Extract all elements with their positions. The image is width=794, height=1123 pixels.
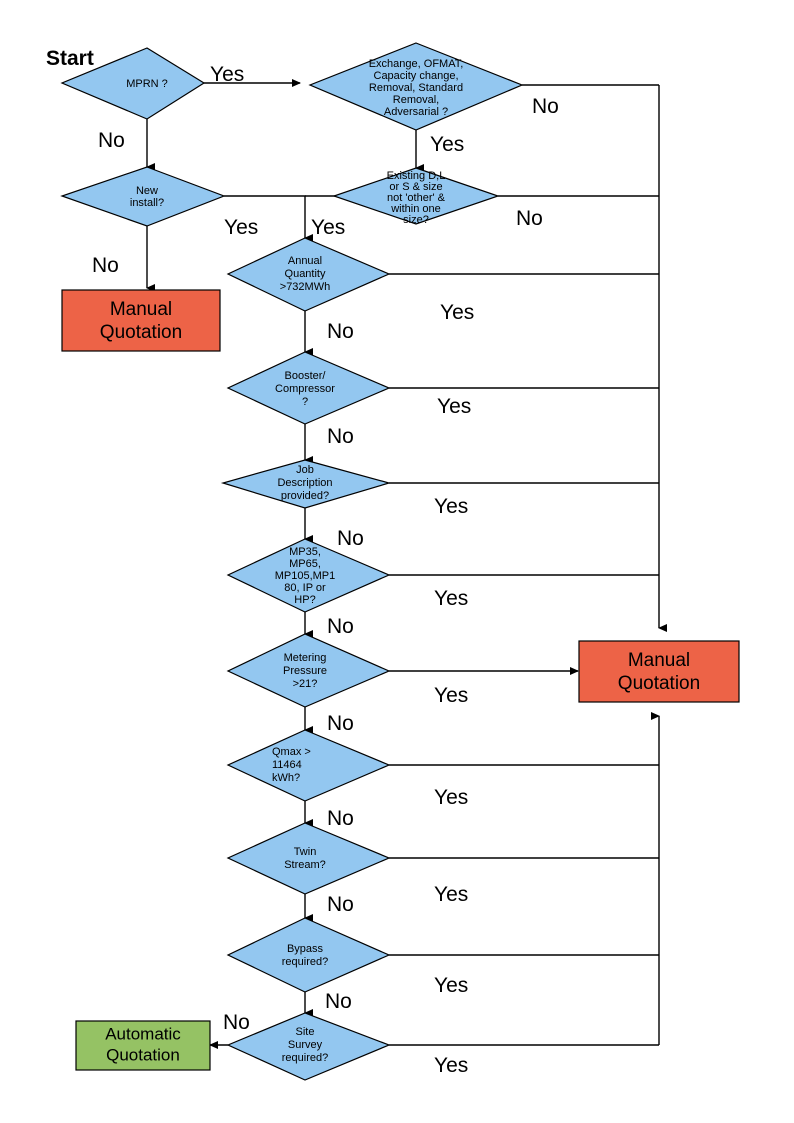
- label-existing-yes: Yes: [311, 216, 345, 239]
- label-booster-no: No: [327, 425, 354, 448]
- decision-annual-line-2: >732MWh: [280, 281, 330, 293]
- label-newinstall-no: No: [92, 254, 119, 277]
- decision-bypass-line-1: required?: [282, 956, 328, 968]
- decision-bypass-line-0: Bypass: [287, 943, 324, 955]
- label-mpclass-yes: Yes: [434, 587, 468, 610]
- decision-exchange-line-0: Exchange, OFMAT,: [369, 58, 464, 70]
- decision-existing-line-1: or S & size: [389, 181, 442, 193]
- decision-site-line-2: required?: [282, 1052, 328, 1064]
- label-twin-no: No: [327, 893, 354, 916]
- label-twin-yes: Yes: [434, 883, 468, 906]
- decision-bypass[interactable]: Bypass required?: [226, 917, 391, 993]
- label-site-yes: Yes: [434, 1054, 468, 1077]
- decision-mprn-line-0: MPRN ?: [126, 78, 168, 90]
- decision-annual-line-0: Annual: [288, 255, 322, 267]
- decision-booster-line-2: ?: [302, 396, 308, 408]
- decision-new-install[interactable]: New install?: [60, 166, 226, 227]
- label-exchange-yes: Yes: [430, 133, 464, 156]
- automatic-line-0: Automatic: [105, 1024, 181, 1043]
- decision-existing-line-4: size?: [403, 214, 429, 226]
- manual-left-line-0: Manual: [110, 299, 172, 320]
- decision-mpclass-line-2: MP105,MP1: [275, 570, 336, 582]
- label-metering-no: No: [327, 712, 354, 735]
- decision-booster-line-0: Booster/: [285, 370, 327, 382]
- start-label: Start: [46, 47, 94, 70]
- label-layer: Start Yes No No Yes Yes No No Yes Yes No…: [46, 47, 559, 1077]
- label-existing-no: No: [516, 207, 543, 230]
- decision-booster[interactable]: Booster/ Compressor ?: [226, 351, 391, 425]
- decision-new-install-line-0: New: [136, 185, 158, 197]
- label-bypass-no: No: [325, 990, 352, 1013]
- decision-existing[interactable]: Existing D,L or S & size not 'other' & w…: [332, 167, 500, 226]
- decision-twin-stream[interactable]: Twin Stream?: [226, 822, 391, 895]
- label-jobdesc-yes: Yes: [434, 495, 468, 518]
- terminal-manual-quotation-left[interactable]: Manual Quotation: [61, 289, 221, 352]
- decision-site-line-1: Survey: [288, 1039, 323, 1051]
- decision-annual-line-1: Quantity: [285, 268, 326, 280]
- decision-qmax[interactable]: Qmax > 11464 kWh?: [226, 729, 391, 802]
- connector-layer: [146, 79, 667, 1049]
- label-booster-yes: Yes: [437, 395, 471, 418]
- decision-mpclass-line-3: 80, IP or: [284, 582, 326, 594]
- decision-exchange[interactable]: Exchange, OFMAT, Capacity change, Remova…: [308, 42, 524, 131]
- label-bypass-yes: Yes: [434, 974, 468, 997]
- label-mprn-yes: Yes: [210, 63, 244, 86]
- decision-jobdesc-line-2: provided?: [281, 490, 329, 502]
- label-site-no-left: No: [223, 1011, 250, 1034]
- decision-mpclass-line-4: HP?: [294, 594, 315, 606]
- label-metering-yes: Yes: [434, 684, 468, 707]
- label-jobdesc-no: No: [337, 527, 364, 550]
- decision-qmax-line-2: kWh?: [272, 772, 300, 784]
- label-qmax-no: No: [327, 807, 354, 830]
- label-mpclass-no: No: [327, 615, 354, 638]
- label-newinstall-yes: Yes: [224, 216, 258, 239]
- decision-exchange-line-3: Removal,: [393, 94, 439, 106]
- decision-exchange-line-4: Adversarial ?: [384, 106, 448, 118]
- decision-qmax-line-1: 11464: [272, 759, 302, 771]
- terminal-automatic-quotation[interactable]: Automatic Quotation: [75, 1020, 211, 1071]
- decision-metering-pressure[interactable]: Metering Pressure >21?: [226, 633, 391, 708]
- decision-job-description[interactable]: Job Description provided?: [220, 459, 392, 509]
- manual-right-line-1: Quotation: [618, 673, 700, 694]
- decision-existing-line-2: not 'other' &: [387, 192, 446, 204]
- decision-annual-quantity[interactable]: Annual Quantity >732MWh: [226, 237, 391, 312]
- decision-existing-line-3: within one: [390, 203, 441, 215]
- label-annual-no: No: [327, 320, 354, 343]
- decision-metering-line-2: >21?: [293, 678, 318, 690]
- decision-site-survey[interactable]: Site Survey required?: [226, 1012, 391, 1081]
- decision-new-install-line-1: install?: [130, 197, 164, 209]
- label-mprn-no: No: [98, 129, 125, 152]
- manual-left-line-1: Quotation: [100, 322, 182, 343]
- decision-mp-class[interactable]: MP35, MP65, MP105,MP1 80, IP or HP?: [226, 538, 391, 613]
- decision-metering-line-1: Pressure: [283, 665, 327, 677]
- decision-jobdesc-line-1: Description: [277, 477, 332, 489]
- decision-exchange-line-1: Capacity change,: [374, 70, 459, 82]
- decision-booster-line-1: Compressor: [275, 383, 335, 395]
- decision-exchange-line-2: Removal, Standard: [369, 82, 463, 94]
- decision-mpclass-line-0: MP35,: [289, 546, 321, 558]
- label-annual-yes: Yes: [440, 301, 474, 324]
- decision-qmax-line-0: Qmax >: [272, 746, 311, 758]
- node-layer: MPRN ? Exchange, OFMAT, Capacity change,…: [60, 42, 740, 1081]
- decision-existing-line-0: Existing D,L: [387, 170, 446, 182]
- decision-site-line-0: Site: [296, 1026, 315, 1038]
- label-qmax-yes: Yes: [434, 786, 468, 809]
- decision-twin-line-0: Twin: [294, 846, 317, 858]
- automatic-line-1: Quotation: [106, 1045, 180, 1064]
- decision-twin-line-1: Stream?: [284, 859, 326, 871]
- terminal-manual-quotation-right[interactable]: Manual Quotation: [578, 640, 740, 703]
- decision-mpclass-line-1: MP65,: [289, 558, 321, 570]
- decision-metering-line-0: Metering: [284, 652, 327, 664]
- label-exchange-no: No: [532, 95, 559, 118]
- decision-mprn[interactable]: MPRN ?: [60, 47, 206, 120]
- manual-right-line-0: Manual: [628, 650, 690, 671]
- decision-jobdesc-line-0: Job: [296, 464, 314, 476]
